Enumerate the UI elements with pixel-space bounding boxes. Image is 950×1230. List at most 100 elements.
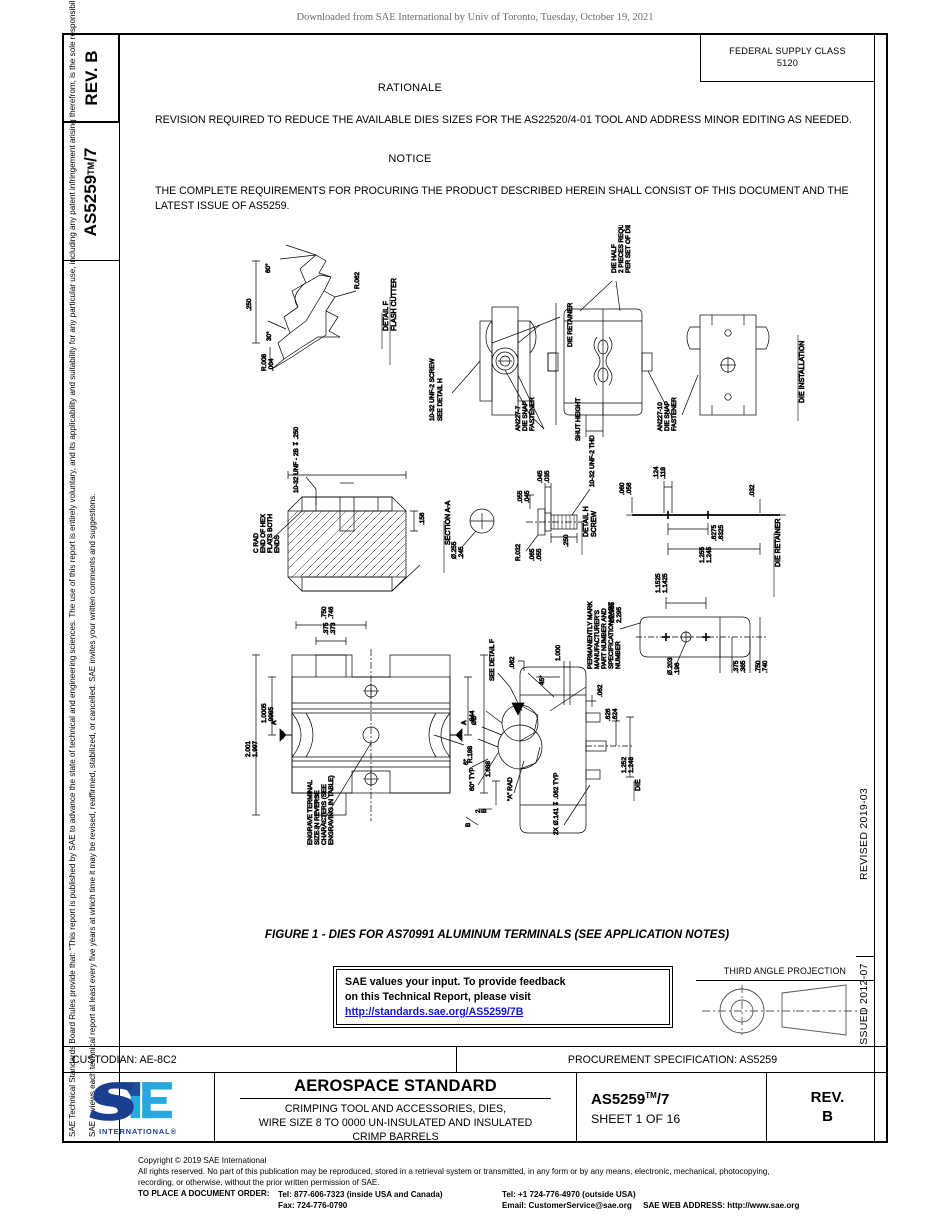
sae-logo-subtext: INTERNATIONAL® bbox=[99, 1127, 177, 1137]
label-die-half: DIE HALF bbox=[611, 244, 618, 273]
label-letter-b: B bbox=[465, 823, 472, 827]
label-engrave-2: SIZE IN REVERSE bbox=[314, 790, 321, 845]
title-block-revision-cell: REV. B bbox=[767, 1073, 888, 1143]
custodian-label: CUSTODIAN: AE-8C2 bbox=[62, 1047, 457, 1072]
engineering-drawing: 60° .250 30° R.062 R.008 .004 DETAIL F F… bbox=[120, 225, 874, 925]
label-perm-5: NUMBER bbox=[615, 641, 622, 669]
label-b-over-2: B bbox=[481, 809, 488, 813]
label-dim-055: .055 bbox=[517, 490, 524, 503]
document-number-suffix: /7 bbox=[656, 1090, 670, 1108]
label-an227-10-die-snap: DIE SNAP bbox=[664, 401, 671, 431]
label-r008: R.008 bbox=[261, 354, 268, 371]
label-an227-7-die-snap: DIE SNAP bbox=[522, 401, 529, 431]
label-an227-10: AN227-10 bbox=[657, 402, 664, 431]
page-border-inner-right bbox=[874, 33, 875, 1143]
label-an227-7-fastener: FASTENER bbox=[529, 397, 536, 431]
feedback-line-1: SAE values your input. To provide feedba… bbox=[345, 976, 566, 988]
label-dim-2001: 2.001 bbox=[245, 741, 252, 757]
legal-notice-box: SAE Technical Standards Board Rules prov… bbox=[62, 0, 120, 1143]
revision-value-text: B bbox=[81, 50, 101, 63]
label-r188: R.188 bbox=[467, 746, 474, 763]
rationale-heading: RATIONALE bbox=[377, 82, 443, 94]
label-dim-045: .045 bbox=[524, 490, 531, 503]
label-dim-6275: .6275 bbox=[711, 525, 718, 541]
die-installation-view: SEE DETAIL H 10-32 UNF-2 SCREW DIE RETAI… bbox=[429, 225, 807, 441]
label-engrave-4: ENGRAVING IN TABLE) bbox=[328, 775, 335, 845]
feedback-box-inner: SAE values your input. To provide feedba… bbox=[336, 969, 670, 1025]
order-fax: Fax: 724-776-0790 bbox=[278, 1201, 348, 1211]
subtitle-line-2: WIRE SIZE 8 TO 0000 UN-INSULATED AND INS… bbox=[258, 1117, 533, 1130]
label-flats-both: FLATS BOTH bbox=[267, 514, 274, 553]
label-an227-7: AN227-7 bbox=[515, 405, 522, 431]
subtitle-line-1: CRIMPING TOOL AND ACCESSORIES, DIES, bbox=[284, 1103, 507, 1115]
die-side-view: 45° .062 1.000 .062 ØB 6° 60° TYP SEE DE… bbox=[462, 600, 643, 835]
label-dim-750: .750 bbox=[321, 606, 328, 619]
legal-paragraph-1: SAE Technical Standards Board Rules prov… bbox=[68, 0, 77, 1137]
label-dim-062: .062 bbox=[509, 656, 516, 669]
label-dim-118: .118 bbox=[660, 467, 667, 479]
copyright-block: Copyright © 2019 SAE International All r… bbox=[138, 1156, 950, 1212]
rationale-body: REVISION REQUIRED TO REDUCE THE AVAILABL… bbox=[155, 114, 852, 126]
procurement-spec-label: PROCUREMENT SPECIFICATION: AS5259 bbox=[567, 1053, 778, 1066]
sae-logo-cell: INTERNATIONAL® bbox=[62, 1073, 215, 1143]
label-dim-740: .740 bbox=[762, 660, 769, 673]
fsc-label: FEDERAL SUPPLY CLASS bbox=[729, 45, 846, 56]
label-dim-1000: 1.000 bbox=[555, 645, 562, 661]
label-section-aa: SECTION A-A bbox=[445, 500, 452, 545]
label-perm-1: PERMANENTLY MARK bbox=[587, 601, 594, 669]
label-angle-6: 6° bbox=[462, 758, 470, 765]
label-die-word: DIE bbox=[635, 779, 642, 791]
dates-divider bbox=[856, 956, 874, 957]
document-suffix-text: /7 bbox=[81, 147, 100, 162]
copyright-line-1: Copyright © 2019 SAE International bbox=[138, 1156, 267, 1165]
label-dim-10005: 1.0005 bbox=[261, 703, 268, 723]
label-perm-3: PART NUMBER AND bbox=[601, 608, 608, 669]
label-dim-062b: .062 bbox=[597, 684, 604, 697]
die-retainer-plan-view: 1.1525 1.1425 Ø2.305 2.295 Ø.203 .196 .3… bbox=[609, 573, 770, 676]
label-10-32-screw: 10-32 UNF-2 SCREW bbox=[429, 358, 436, 421]
section-a-a-view: 10-32 UNF - 2B ↧ .250 C RAD END OF HEX bbox=[253, 426, 452, 592]
label-dim-365: .365 bbox=[740, 660, 747, 673]
label-a-rad: “A” RAD bbox=[507, 777, 514, 801]
revision-value: B bbox=[822, 1108, 833, 1125]
label-dim-035: .035 bbox=[544, 470, 551, 483]
revision-label: REV. bbox=[810, 1089, 845, 1107]
detail-f-flash-cutter: 60° .250 30° R.062 R.008 .004 DETAIL F F… bbox=[246, 244, 398, 371]
label-r062: R.062 bbox=[354, 272, 361, 289]
label-dim-032: .032 bbox=[749, 484, 756, 497]
order-info-grid: TO PLACE A DOCUMENT ORDER: Tel: 877-606-… bbox=[138, 1189, 950, 1211]
subtitle-line-3: CRIMP BARRELS bbox=[352, 1131, 439, 1144]
revision-box: REV. B bbox=[62, 33, 120, 123]
copyright-line-2: All rights reserved. No part of this pub… bbox=[138, 1166, 770, 1176]
label-die-retainer-1: DIE RETAINER bbox=[567, 302, 574, 347]
label-dim-1252: 1.252 bbox=[621, 757, 628, 773]
notice-heading: NOTICE bbox=[388, 153, 432, 165]
label-dim-375b: .375 bbox=[323, 622, 330, 635]
label-dia2305: Ø2.305 bbox=[609, 602, 616, 623]
order-tel-outside: Tel: +1 724-776-4970 (outside USA) bbox=[502, 1190, 636, 1200]
label-angle-45: 45° bbox=[538, 675, 546, 685]
label-dim-065: .065 bbox=[529, 548, 536, 561]
figure-caption: FIGURE 1 - DIES FOR AS70991 ALUMINUM TER… bbox=[264, 928, 730, 941]
label-b-frac: 2 bbox=[475, 809, 482, 813]
label-engrave-1: ENGRAVE TERMINAL bbox=[307, 780, 314, 845]
feedback-link[interactable]: http://standards.sae.org/AS5259/7B bbox=[345, 1006, 524, 1019]
label-dim-373: .373 bbox=[330, 622, 337, 635]
document-number-text: AS5259 bbox=[81, 174, 100, 237]
label-dim-2295: 2.295 bbox=[616, 607, 623, 623]
aerospace-standard-title: AEROSPACE STANDARD bbox=[294, 1077, 497, 1095]
label-dim-1248: 1.248 bbox=[628, 757, 635, 773]
order-contact-column: Tel: +1 724-776-4970 (outside USA) Email… bbox=[502, 1189, 799, 1211]
order-phone-column: Tel: 877-606-7323 (inside USA and Canada… bbox=[278, 1189, 502, 1211]
label-dim-1997: 1.997 bbox=[252, 741, 259, 757]
order-label: TO PLACE A DOCUMENT ORDER: bbox=[138, 1189, 270, 1199]
title-block-number-cell: AS5259TM/7 SHEET 1 OF 16 bbox=[577, 1073, 767, 1143]
label-dim-1245: 1.245 bbox=[706, 547, 713, 563]
legal-notice-vertical: SAE Technical Standards Board Rules prov… bbox=[62, 0, 120, 1143]
label-dim-045b: .045 bbox=[537, 470, 544, 483]
label-unf-thread: 10-32 UNF - 2B ↧ .250 bbox=[293, 426, 300, 493]
die-front-view: A A .375 .373 .750 .746 1.0005 .9985 2.0… bbox=[245, 606, 493, 846]
label-r004: .004 bbox=[268, 358, 275, 371]
copyright-line-3: recording, or otherwise, without the pri… bbox=[138, 1177, 380, 1187]
